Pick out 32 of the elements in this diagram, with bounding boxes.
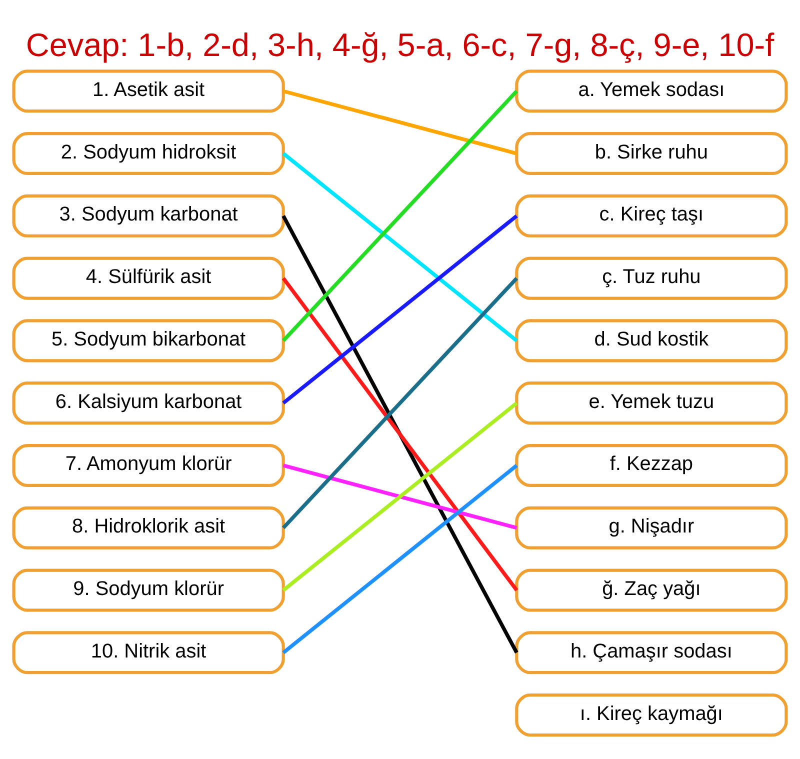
- connector: [282, 89, 518, 342]
- connector: [282, 152, 518, 342]
- connector: [282, 88, 518, 155]
- node-box: 1. Asetik asit: [12, 69, 285, 112]
- connector: [282, 401, 518, 592]
- node-box: ç. Tuz ruhu: [515, 256, 788, 300]
- node-box: 5. Sodyum bikarbonat: [12, 318, 285, 362]
- node-box: 2. Sodyum hidroksit: [12, 132, 285, 175]
- node-box: ı. Kireç kaymağı: [515, 693, 788, 736]
- node-box: c. Kireç taşı: [515, 194, 788, 237]
- node-box: f. Kezzap: [515, 443, 788, 486]
- node-box: 10. Nitrik asit: [12, 630, 285, 674]
- node-box: e. Yemek tuzu: [515, 381, 788, 424]
- node-box: a. Yemek sodası: [515, 69, 788, 112]
- node-box: h. Çamaşır sodası: [515, 630, 788, 674]
- connector: [282, 214, 518, 654]
- diagram-title: Cevap: 1-b, 2-d, 3-h, 4-ğ, 5-a, 6-c, 7-g, 8-ç, 9-e, 10-f: [26, 26, 774, 62]
- node-box: b. Sirke ruhu: [515, 132, 788, 175]
- connector: [282, 463, 518, 530]
- connector: [282, 464, 518, 654]
- node-box: 7. Amonyum klorür: [12, 443, 285, 486]
- connector: [282, 276, 518, 591]
- connector: [282, 214, 518, 404]
- node-box: g. Nişadır: [515, 506, 788, 549]
- node-box: 8. Hidroklorik asit: [12, 506, 285, 549]
- node-box: 3. Sodyum karbonat: [12, 194, 285, 237]
- node-box: 9. Sodyum klorür: [12, 568, 285, 612]
- node-box: d. Sud kostik: [515, 318, 788, 362]
- node-box: ğ. Zaç yağı: [515, 568, 788, 612]
- connector: [282, 276, 518, 529]
- node-box: 6. Kalsiyum karbonat: [12, 381, 285, 424]
- node-box: 4. Sülfürik asit: [12, 256, 285, 300]
